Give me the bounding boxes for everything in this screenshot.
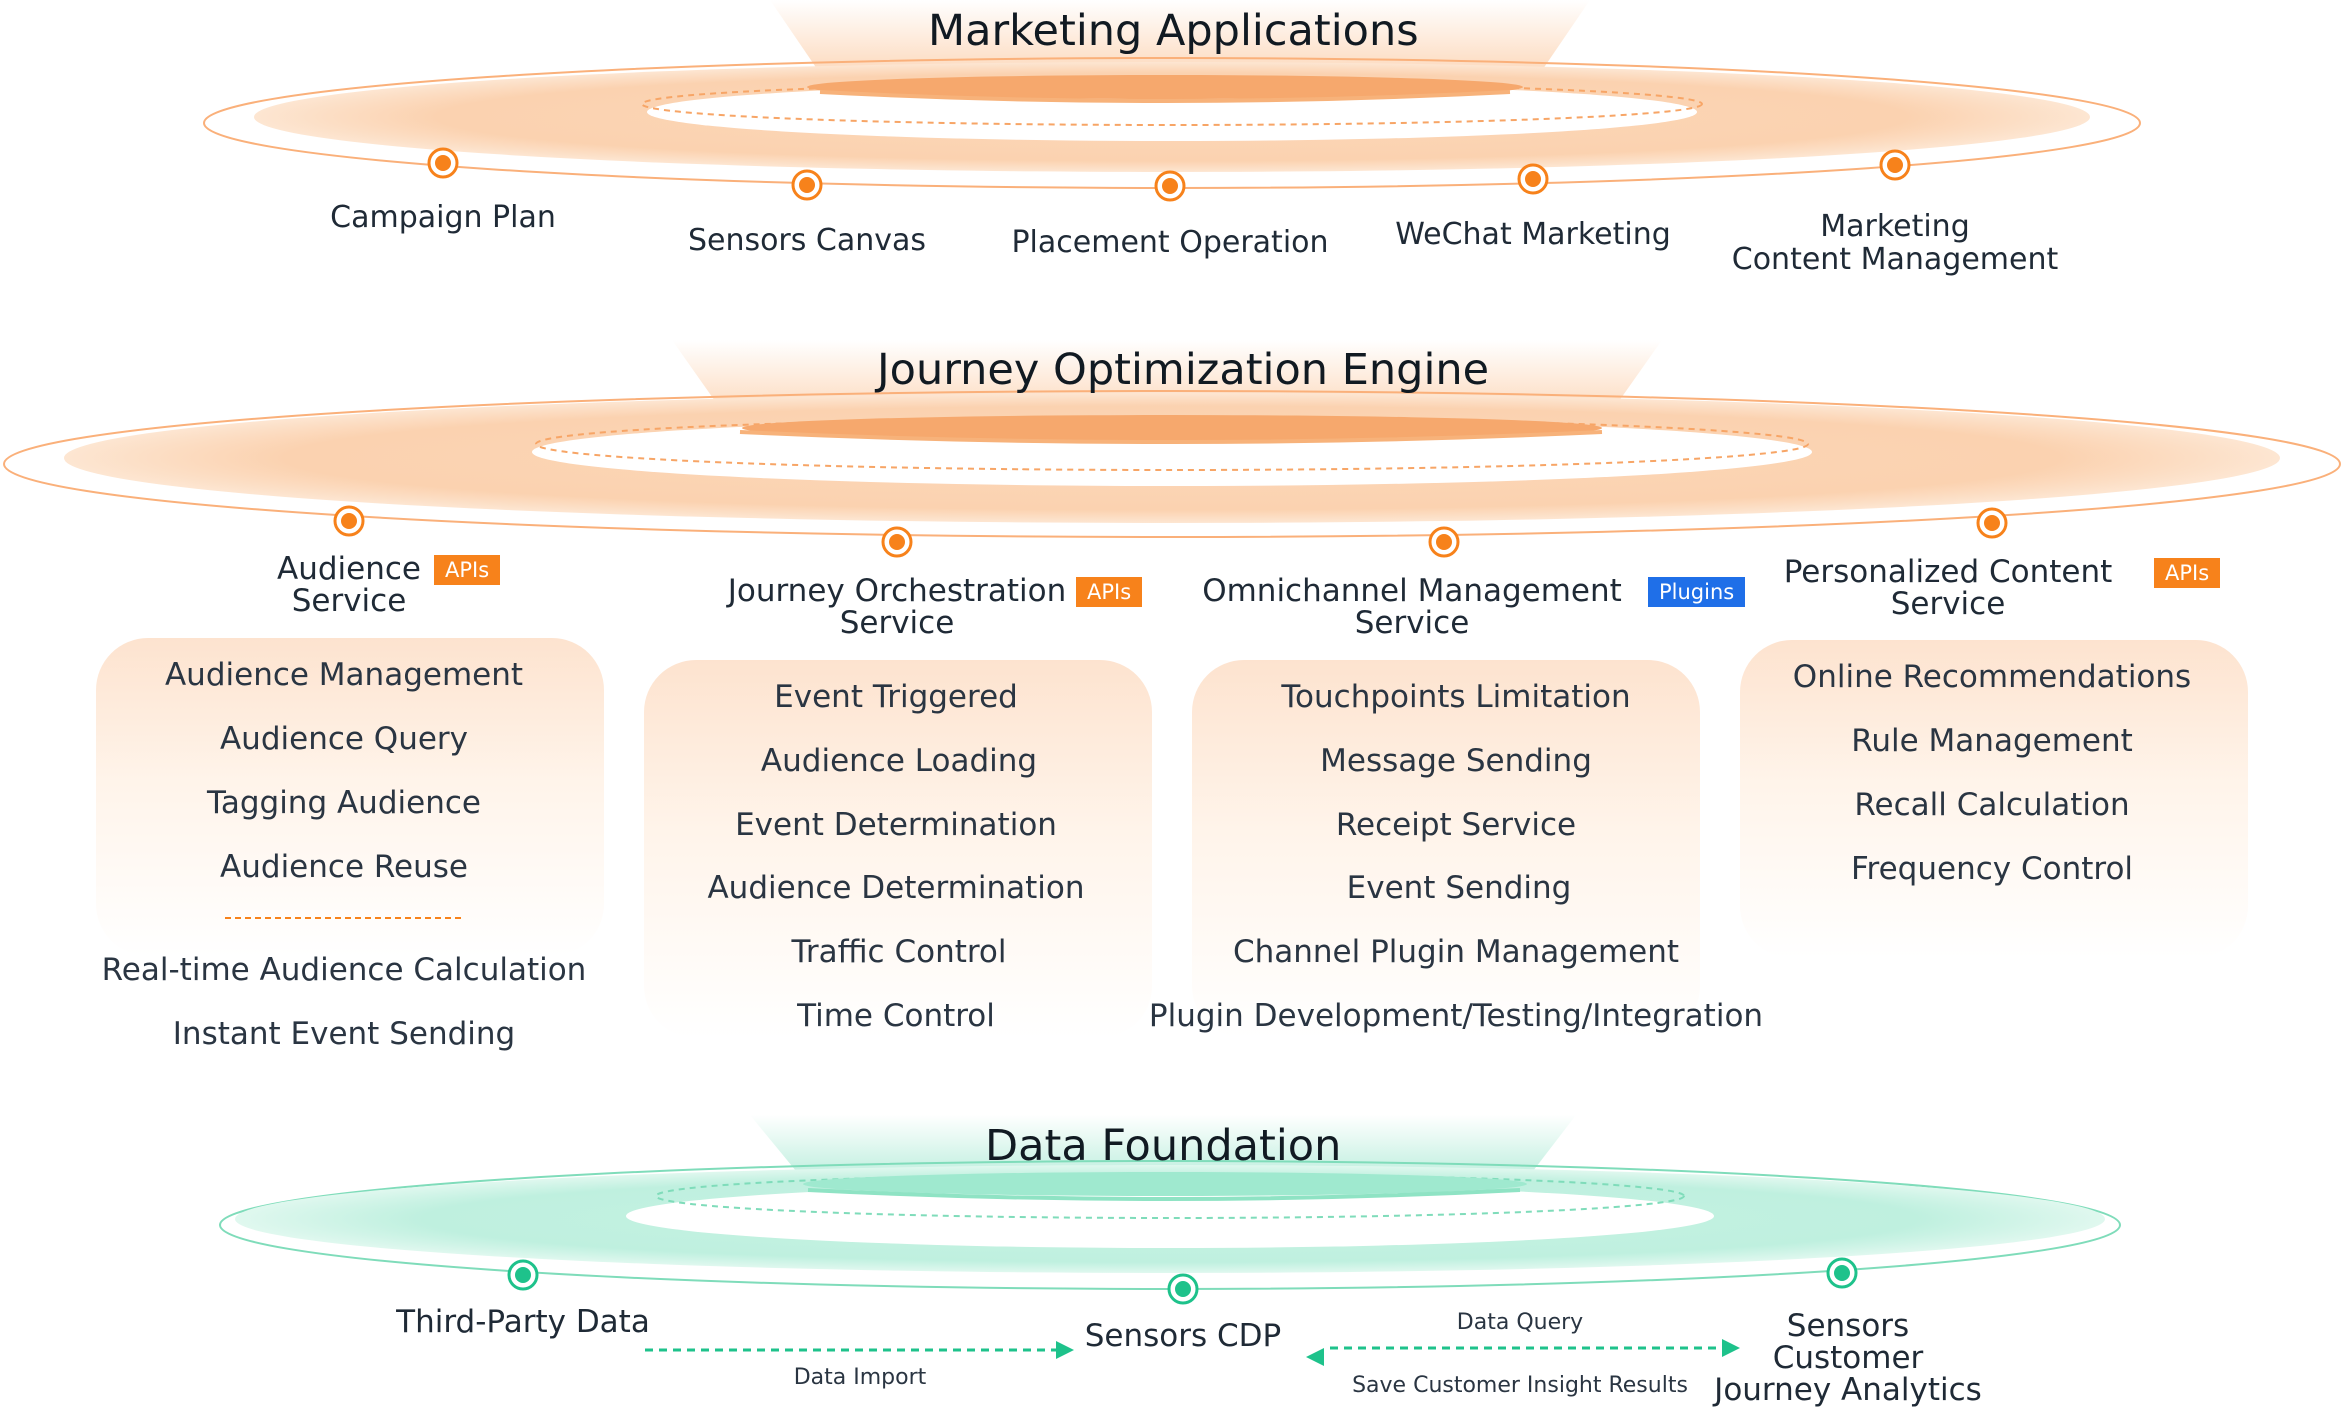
personalized-item: Online Recommendations: [1792, 659, 2192, 695]
journey-apis-badge: APIs: [1076, 577, 1143, 607]
personalized-content-service-title: Personalized Content Service: [1783, 554, 2113, 622]
journey-item: Audience Determination: [707, 870, 1085, 906]
marketing-disc: [203, 0, 2141, 189]
omnichannel-item: Message Sending: [1320, 743, 1592, 779]
data-import-arrow: [645, 1341, 1074, 1359]
app-sensors-canvas[interactable]: Sensors Canvas: [687, 223, 927, 258]
engine-disc: [3, 340, 2341, 538]
omnichannel-item: Touchpoints Limitation: [1281, 679, 1631, 715]
audience-divider: [225, 917, 461, 919]
sensors-cdp-label[interactable]: Sensors CDP: [1084, 1318, 1282, 1354]
journey-item: Event Triggered: [774, 679, 1018, 715]
data-foundation-title: Data Foundation: [985, 1121, 1342, 1171]
app-wechat-marketing[interactable]: WeChat Marketing: [1395, 217, 1671, 252]
audience-item: Audience Query: [219, 721, 469, 757]
personalized-item: Rule Management: [1851, 723, 2133, 759]
journey-item: Event Determination: [735, 807, 1057, 843]
audience-service-title: Audience Service: [277, 551, 421, 619]
third-party-data-label[interactable]: Third-Party Data: [396, 1304, 650, 1340]
omnichannel-item: Receipt Service: [1335, 807, 1577, 843]
sensors-journey-analytics-label[interactable]: Sensors Customer Journey Analytics: [1714, 1308, 1982, 1408]
marketing-dots: [427, 147, 1911, 202]
omnichannel-item: Plugin Development/Testing/Integration: [1148, 998, 1764, 1034]
audience-item: Audience Reuse: [220, 849, 468, 885]
journey-orchestration-service-title: Journey Orchestration Service: [727, 573, 1067, 641]
data-disc: [219, 1115, 2121, 1290]
save-insight-results-label: Save Customer Insight Results: [1352, 1373, 1688, 1398]
omnichannel-item: Channel Plugin Management: [1232, 934, 1680, 970]
journey-item: Audience Loading: [760, 743, 1038, 779]
personalized-item: Recall Calculation: [1854, 787, 2130, 823]
app-campaign-plan[interactable]: Campaign Plan: [330, 200, 556, 235]
omnichannel-card: [1192, 660, 1700, 1038]
app-placement-operation[interactable]: Placement Operation: [1011, 225, 1329, 260]
engine-dots: [333, 505, 2008, 558]
audience-item: Audience Management: [164, 657, 524, 693]
audience-apis-badge: APIs: [434, 555, 501, 585]
omnichannel-item: Event Sending: [1346, 870, 1572, 906]
data-query-label: Data Query: [1456, 1310, 1584, 1335]
data-dots: [507, 1257, 1858, 1305]
audience-extra-item: Real-time Audience Calculation: [101, 952, 587, 988]
audience-item: Tagging Audience: [207, 785, 481, 821]
data-import-label: Data Import: [793, 1365, 927, 1390]
app-marketing-content-management[interactable]: Marketing Content Management: [1731, 209, 2059, 277]
journey-item: Traffic Control: [791, 934, 1007, 970]
audience-extra-item: Instant Event Sending: [172, 1016, 516, 1052]
journey-item: Time Control: [797, 998, 995, 1034]
omnichannel-service-title: Omnichannel Management Service: [1202, 573, 1622, 641]
journey-engine-title: Journey Optimization Engine: [877, 345, 1490, 395]
personalized-item: Frequency Control: [1850, 851, 2134, 887]
marketing-applications-title: Marketing Applications: [928, 6, 1419, 56]
plugins-badge: Plugins: [1648, 577, 1746, 607]
data-query-arrow: [1306, 1339, 1740, 1366]
personalized-content-card: [1740, 640, 2248, 958]
audience-service-card: [96, 638, 604, 956]
journey-orchestration-card: [644, 660, 1152, 1038]
personalized-apis-badge: APIs: [2154, 558, 2221, 588]
